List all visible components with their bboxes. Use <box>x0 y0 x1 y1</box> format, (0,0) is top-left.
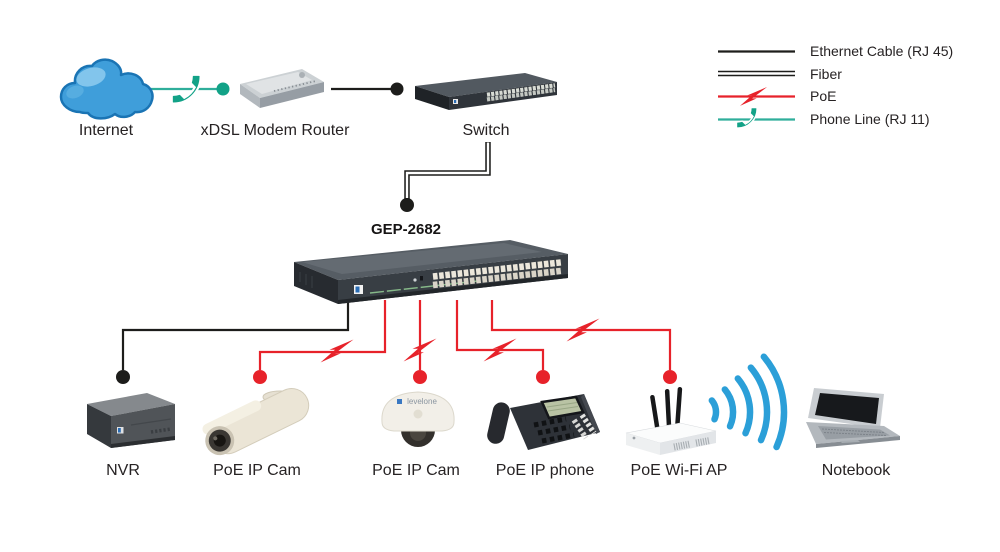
ip-phone-device <box>487 394 600 450</box>
connection-dot <box>400 198 414 212</box>
fiber-line-switch-gep <box>404 142 491 200</box>
legend-label: Fiber <box>810 65 842 82</box>
ethernet-line-gep-nvr <box>121 300 350 370</box>
poe-line-gep-phone <box>455 300 545 370</box>
notebook-device <box>806 388 900 448</box>
legend-item-ethernet: Ethernet Cable (RJ 45) <box>716 40 953 63</box>
connection-dot <box>663 370 677 384</box>
phone-line-icon <box>718 106 795 129</box>
label-bullet-cam: PoE IP Cam <box>213 462 301 479</box>
connection-dot <box>116 370 130 384</box>
label-wifi-ap: PoE Wi-Fi AP <box>630 462 728 479</box>
legend-label: Phone Line (RJ 11) <box>810 111 930 128</box>
label-notebook: Notebook <box>821 462 891 479</box>
wifi-signal-icon <box>708 353 788 451</box>
connection-dot <box>413 370 427 384</box>
poe-switch-device <box>294 240 568 304</box>
label-poe-switch: GEP-2682 <box>370 221 442 238</box>
fiber-line-icon <box>718 71 795 77</box>
connection-dot <box>536 370 550 384</box>
internet-cloud-icon <box>59 58 154 120</box>
ethernet-line-icon <box>718 50 795 53</box>
label-internet: Internet <box>78 122 134 139</box>
connection-dot <box>390 82 404 96</box>
nvr-device <box>87 393 175 448</box>
legend-item-poe: PoE <box>716 85 953 108</box>
modem-device <box>240 69 324 108</box>
label-switch: Switch <box>462 122 510 139</box>
legend-item-phone-line: Phone Line (RJ 11) <box>716 106 953 131</box>
poe-line-gep-ap <box>490 300 672 370</box>
label-dome-cam: PoE IP Cam <box>372 462 460 479</box>
label-modem: xDSL Modem Router <box>200 122 350 139</box>
wifi-ap-device <box>625 386 717 455</box>
legend-item-fiber: Fiber <box>716 63 953 86</box>
connection-dot <box>253 370 267 384</box>
label-nvr: NVR <box>106 462 140 479</box>
switch-device <box>415 73 557 110</box>
connection-dot <box>216 82 230 96</box>
dome-cam-device: levelone <box>381 391 455 447</box>
legend-label: PoE <box>810 88 837 105</box>
dome-cam-brand: levelone <box>407 397 437 406</box>
label-ip-phone: PoE IP phone <box>495 462 595 479</box>
poe-line-gep-bulletcam <box>258 300 387 370</box>
legend: Ethernet Cable (RJ 45) Fiber PoE Phone L… <box>716 40 953 130</box>
bullet-cam-device <box>202 388 310 456</box>
fiber-line-core <box>405 142 490 198</box>
poe-line-icon <box>718 86 795 106</box>
legend-label: Ethernet Cable (RJ 45) <box>810 43 954 60</box>
connection-dots <box>116 82 677 384</box>
